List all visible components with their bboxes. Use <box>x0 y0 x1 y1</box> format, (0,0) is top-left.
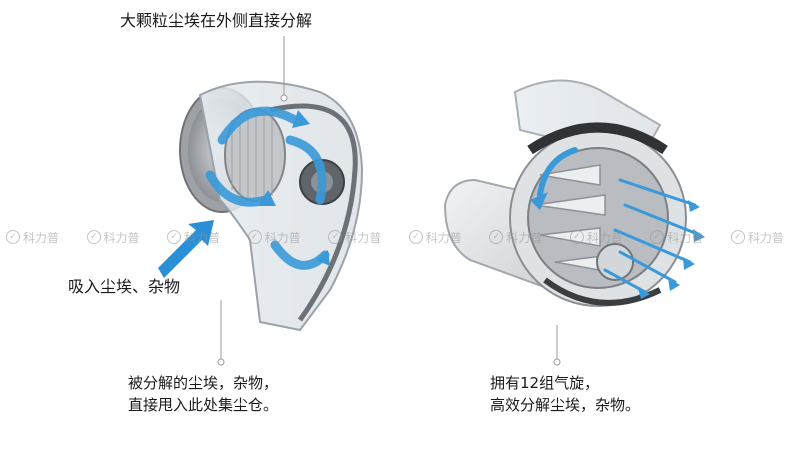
right-cyclone-unit <box>443 79 705 366</box>
leader-dot <box>280 94 288 102</box>
caption-bottom-left-line2: 直接甩入此处集尘仓。 <box>128 396 279 414</box>
leader-dot <box>553 358 561 366</box>
caption-bottom-right: 拥有12组气旋， 高效分解尘埃，杂物。 <box>490 372 640 416</box>
caption-bottom-right-line1: 拥有12组气旋， <box>490 374 600 392</box>
airflow-arrow <box>158 220 214 278</box>
leader-dot <box>217 358 225 366</box>
caption-bottom-left: 被分解的尘埃，杂物， 直接甩入此处集尘仓。 <box>128 372 278 416</box>
caption-bottom-left-line1: 被分解的尘埃，杂物， <box>128 374 279 392</box>
caption-intake: 吸入尘埃、杂物 <box>68 277 181 296</box>
left-vacuum-unit <box>158 36 364 366</box>
caption-bottom-right-line2: 高效分解尘埃，杂物。 <box>490 396 641 414</box>
caption-top: 大颗粒尘埃在外侧直接分解 <box>120 11 313 30</box>
